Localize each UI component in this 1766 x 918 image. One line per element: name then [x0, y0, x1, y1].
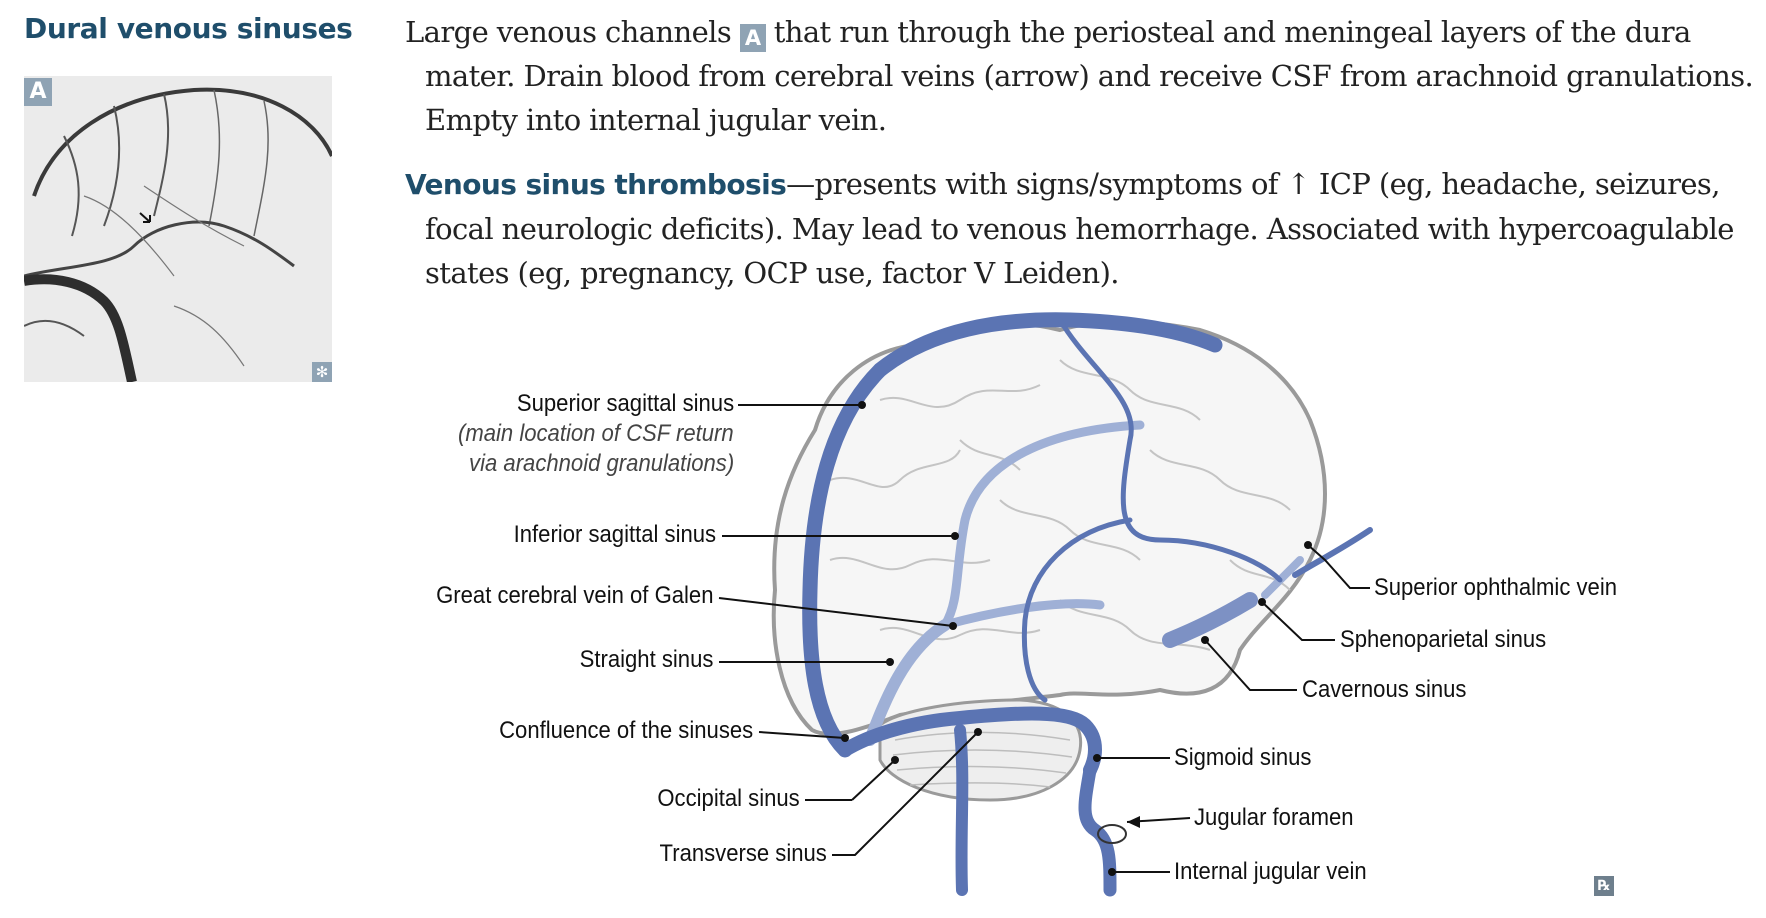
label-superior-sagittal-note-2: via arachnoid granulations): [468, 450, 734, 477]
label-jugular-foramen: Jugular foramen: [1194, 804, 1354, 831]
label-sigmoid-sinus: Sigmoid sinus: [1174, 744, 1312, 771]
thrombosis-paragraph: Venous sinus thrombosis—presents with si…: [405, 162, 1766, 295]
angiogram-image: A ✻: [24, 76, 332, 382]
cortical-vein-2: [1021, 517, 1133, 703]
cavernous-sinus: [1162, 592, 1258, 648]
sigmoid-sinus: [1078, 763, 1117, 897]
inline-image-badge: A: [739, 24, 766, 52]
label-superior-sagittal-sinus: Superior sagittal sinus: [516, 390, 734, 417]
watermark-icon: ✻: [312, 362, 332, 382]
label-confluence: Confluence of the sinuses: [498, 717, 753, 744]
rx-icon: ℞: [1594, 876, 1614, 896]
label-transverse-sinus: Transverse sinus: [659, 840, 827, 867]
label-cavernous-sinus: Cavernous sinus: [1302, 676, 1467, 703]
cortical-vein: [1057, 317, 1283, 583]
confluence-loop: [838, 706, 1102, 777]
thrombosis-term: Venous sinus thrombosis: [405, 168, 787, 201]
sphenoparietal-vessel: [1261, 556, 1304, 599]
occipital-sinus: [954, 724, 969, 896]
superior-sagittal-sinus: [802, 312, 1223, 758]
label-superior-ophthalmic-vein: Superior ophthalmic vein: [1374, 574, 1618, 601]
jugular-foramen-ring: [1097, 824, 1127, 844]
straight-sinus: [864, 619, 951, 746]
description-text-end: that run through the periosteal and meni…: [425, 15, 1754, 137]
inferior-sagittal-sinus: [940, 420, 1145, 630]
label-internal-jugular-vein: Internal jugular vein: [1174, 858, 1367, 885]
label-superior-sagittal-note-1: (main location of CSF return: [458, 420, 734, 447]
label-straight-sinus: Straight sinus: [579, 646, 713, 673]
brain-outline: [771, 319, 1327, 737]
description-text-start: Large venous channels: [405, 15, 732, 49]
section-heading: Dural venous sinuses: [24, 12, 353, 45]
label-occipital-sinus: Occipital sinus: [657, 785, 800, 812]
label-great-cerebral-vein: Great cerebral vein of Galen: [435, 582, 713, 609]
image-badge: A: [24, 78, 52, 106]
thrombosis-text: —presents with signs/symptoms of ↑ ICP (…: [425, 167, 1734, 290]
superior-ophthalmic-vein: [1292, 527, 1373, 578]
label-inferior-sagittal-sinus: Inferior sagittal sinus: [513, 521, 716, 548]
label-sphenoparietal-sinus: Sphenoparietal sinus: [1340, 626, 1547, 653]
